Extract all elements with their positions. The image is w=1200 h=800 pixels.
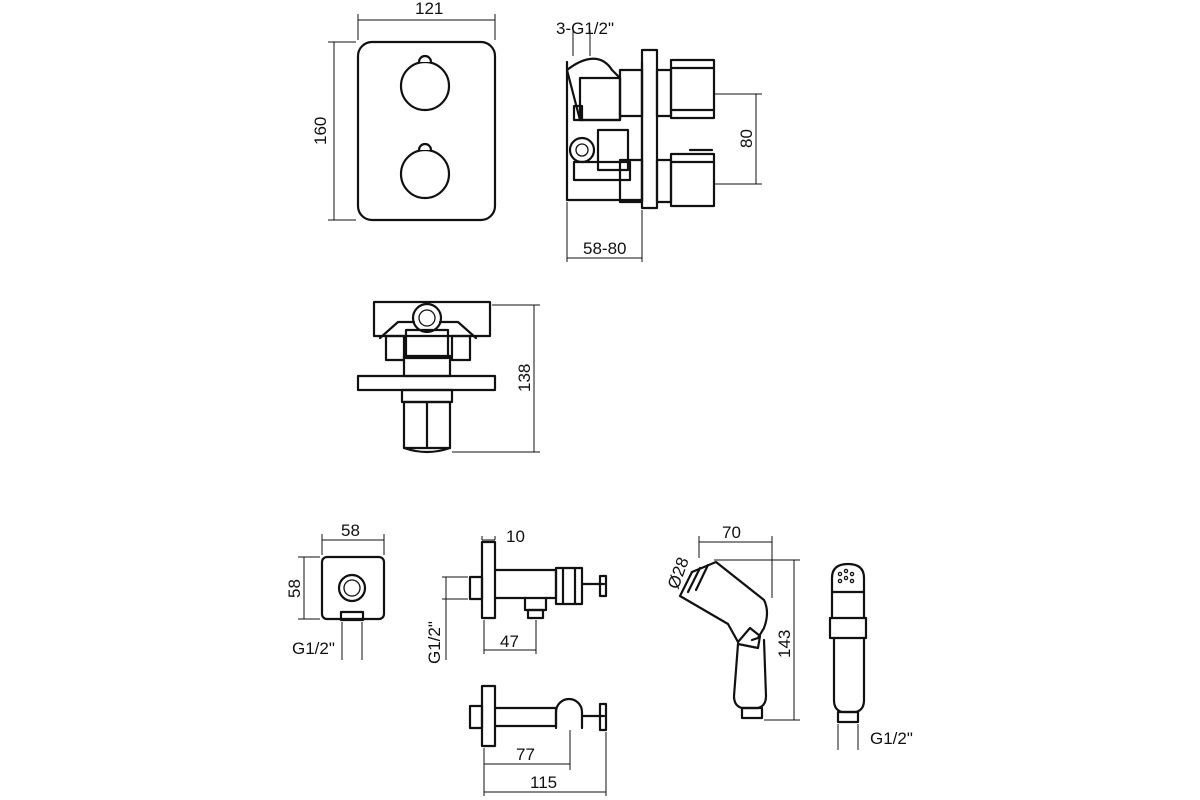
spray-diameter-label: Ø28 — [664, 555, 693, 592]
valve-side-view: 3-G1/2" 80 58-80 — [556, 19, 762, 262]
cover-plate-front-view: 121 160 — [311, 0, 497, 222]
inlet-thread-label: 3-G1/2" — [556, 19, 614, 38]
spray-nozzle-icon — [830, 562, 866, 620]
valve-height-label: 138 — [515, 364, 534, 392]
spray-height-label: 143 — [775, 630, 794, 658]
holder-length-label: 115 — [530, 773, 557, 792]
holder-hook-offset-label: 77 — [516, 745, 535, 764]
holder-flange-label: 10 — [506, 527, 525, 546]
hand-spray-side-view: 70 Ø28 143 — [664, 523, 800, 721]
valve-top-view: 138 — [356, 300, 540, 454]
holder-outlet-label: 47 — [500, 632, 519, 651]
elbow-height-label: 58 — [285, 579, 304, 598]
elbow-width-label: 58 — [341, 521, 360, 540]
holder-side-view: 10 G1/2" 47 — [425, 527, 608, 664]
spray-width-label: 70 — [722, 523, 741, 542]
holder-thread-label: G1/2" — [425, 621, 444, 664]
plate-width-label: 121 — [415, 0, 443, 18]
handle-knob-icon — [399, 54, 451, 200]
shower-head-icon — [678, 560, 769, 644]
install-depth-label: 58-80 — [583, 239, 626, 258]
handle-spacing-label: 80 — [737, 129, 756, 148]
plate-height-label: 160 — [311, 117, 330, 145]
elbow-thread-label: G1/2" — [292, 639, 335, 658]
wall-elbow-view: 58 58 G1/2" — [285, 521, 386, 660]
holder-hook-view: 77 115 — [468, 684, 608, 796]
spray-thread-label: G1/2" — [870, 729, 913, 748]
hand-spray-front-view: G1/2" — [828, 562, 913, 750]
